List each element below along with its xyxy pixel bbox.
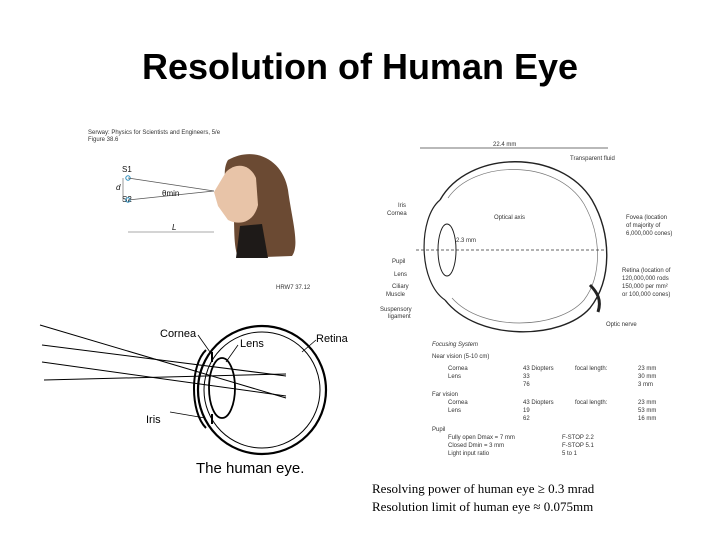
far-row-2-part: Lens	[448, 408, 461, 414]
near-row-2-fl: 30 mm	[638, 374, 656, 380]
iris-section-label: Iris	[398, 203, 406, 209]
far-row-2-fl: 53 mm	[638, 408, 656, 414]
far-row-3-value: 62	[523, 416, 530, 422]
transparent-fluid-label: Transparent fluid	[570, 156, 615, 162]
pupil-row-2-part: Closed Dmin = 3 mm	[448, 443, 504, 449]
lens-section-label: Lens	[394, 272, 407, 278]
optic-nerve-label: Optic nerve	[606, 322, 637, 328]
pupil-row-1-part: Fully open Dmax = 7 mm	[448, 435, 515, 441]
lens-pointer	[226, 345, 238, 362]
pupil-row-3-part: Light input ratio	[448, 451, 490, 457]
resolution-limit-line: Resolution limit of human eye ≈ 0.075mm	[372, 498, 594, 516]
far-row-1-fl: 23 mm	[638, 400, 656, 406]
far-row-1-value: 43 Diopters	[523, 400, 554, 406]
pupil-table-label: Pupil	[432, 427, 445, 433]
far-row-2-value: 19	[523, 408, 530, 414]
cornea-pointer	[198, 335, 210, 352]
far-row-3-fl: 16 mm	[638, 416, 656, 422]
near-row-1-fl-label: focal length:	[575, 366, 608, 372]
depth-label: 2.3 mm	[456, 238, 476, 244]
source-s1-label: S1	[122, 165, 132, 174]
eye-width-label: 22.4 mm	[493, 142, 516, 148]
iris-pointer	[170, 412, 205, 418]
figure-resolution-sources: Serway: Physics for Scientists and Engin…	[88, 130, 311, 291]
near-vision-label: Near vision (5-10 cm)	[432, 354, 489, 360]
cornea-section-label: Cornea	[387, 211, 407, 217]
ligament-label: ligament	[388, 314, 411, 320]
pupil-row-1-value: F-STOP 2.2	[562, 435, 594, 441]
figure1-number: Figure 38.6	[88, 137, 119, 143]
fovea-line-1: Fovea (location	[626, 215, 667, 221]
muscle-label: Muscle	[386, 292, 406, 298]
near-row-1-value: 43 Diopters	[523, 366, 554, 372]
viewer-portrait	[214, 154, 295, 258]
near-row-2-part: Lens	[448, 374, 461, 380]
pupil-row-2-value: F-STOP 5.1	[562, 443, 594, 449]
iris-label: Iris	[146, 414, 161, 426]
retina-label: Retina	[316, 333, 349, 345]
far-row-1-part: Cornea	[448, 400, 468, 406]
fovea-line-2: of majority of	[626, 223, 661, 229]
optic-nerve-shape	[590, 285, 599, 312]
near-row-2-value: 33	[523, 374, 530, 380]
pupil-row-3-value: 5 to 1	[562, 451, 578, 457]
figure1-code: HRW7 37.12	[276, 285, 311, 291]
near-row-1-fl: 23 mm	[638, 366, 656, 372]
fovea-line-3: 6,000,000 cones)	[626, 231, 672, 237]
eye-figure-caption: The human eye.	[196, 460, 304, 477]
resolving-power-line: Resolving power of human eye ≥ 0.3 mrad	[372, 480, 594, 498]
pupil-section-label: Pupil	[392, 259, 405, 265]
far-vision-label: Far vision	[432, 392, 458, 398]
lens-label: Lens	[240, 338, 264, 350]
retina-line-2: 120,000,000 rods	[622, 276, 669, 282]
sclera-outline	[440, 162, 607, 332]
figure-human-eye-drawing: Cornea Lens Retina Iris The human eye.	[40, 325, 349, 477]
retina-line-4: or 100,000 cones)	[622, 292, 670, 298]
far-row-1-fl-label: focal length:	[575, 400, 608, 406]
near-row-3-value: 76	[523, 382, 530, 388]
retina-line-3: 150,000 per mm²	[622, 284, 668, 290]
footer-text: Resolving power of human eye ≥ 0.3 mrad …	[372, 480, 594, 516]
ciliary-label: Ciliary	[392, 284, 409, 290]
figure1-source: Serway: Physics for Scientists and Engin…	[88, 130, 221, 136]
theta-min-label: θmin	[162, 189, 179, 198]
retina-layer-section	[448, 169, 598, 323]
suspensory-label: Suspensory	[380, 307, 412, 313]
cornea-label: Cornea	[160, 328, 197, 340]
focusing-system-table: Focusing System Near vision (5-10 cm) Co…	[432, 342, 656, 457]
figure-eye-cross-section: 22.4 mm Transparent fluid Iris Cornea Op…	[380, 142, 672, 332]
table-heading: Focusing System	[432, 342, 478, 348]
separation-d-label: d	[116, 183, 121, 192]
near-row-3-fl: 3 mm	[638, 382, 653, 388]
optical-axis-label: Optical axis	[494, 215, 525, 221]
distance-L-label: L	[172, 223, 176, 232]
near-row-1-part: Cornea	[448, 366, 468, 372]
retina-line-1: Retina (location of	[622, 268, 671, 274]
